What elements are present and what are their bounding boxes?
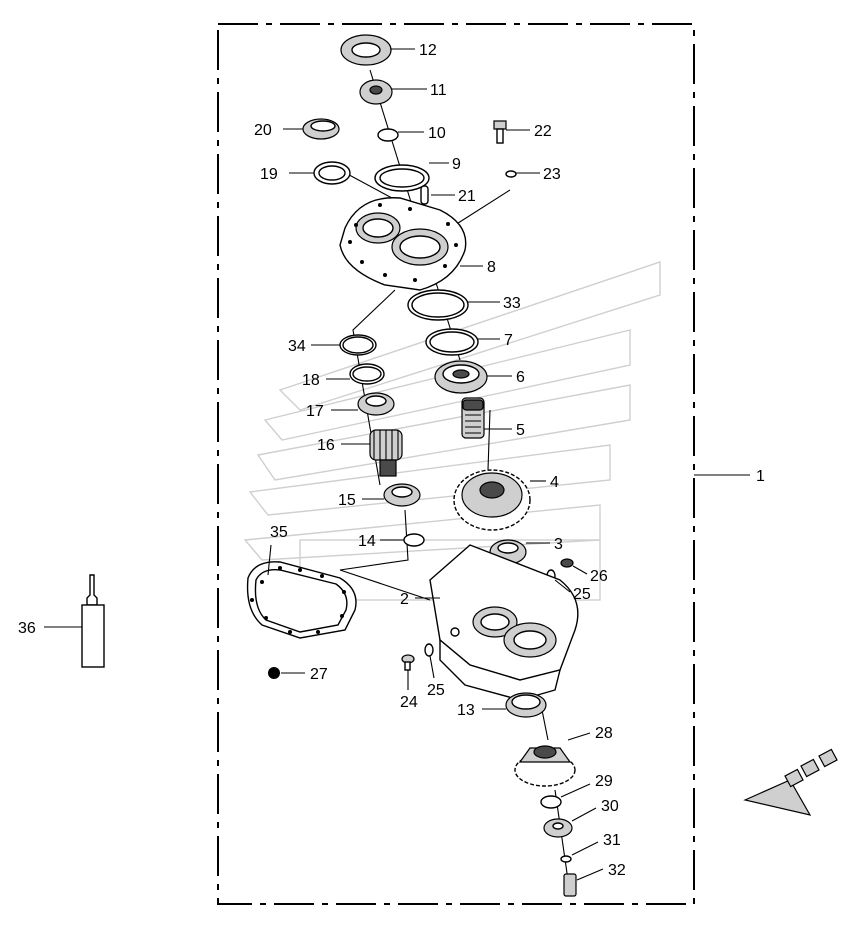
callout-25-right: 25: [573, 586, 591, 603]
callout-8: 8: [487, 259, 496, 276]
callout-34: 34: [288, 338, 306, 355]
part-33-o-ring: [407, 289, 469, 321]
part-20-cap: [302, 118, 340, 140]
callout-leaders: [44, 48, 750, 881]
callout-28: 28: [595, 725, 613, 742]
part-32-bolt: [563, 873, 577, 897]
callout-23: 23: [543, 166, 561, 183]
callout-16: 16: [317, 437, 335, 454]
part-9-snap-ring: [374, 164, 430, 192]
part-34-o-ring: [339, 334, 377, 356]
callout-14: 14: [358, 533, 376, 550]
part-28-bevel-gear: [514, 745, 576, 787]
callout-35: 35: [270, 524, 288, 541]
part-17-bearing: [357, 392, 395, 416]
callout-17: 17: [306, 403, 324, 420]
part-2-gearbox-housing: [429, 544, 579, 701]
part-6-bearing: [434, 360, 488, 394]
callout-22: 22: [534, 123, 552, 140]
callout-6: 6: [516, 369, 525, 386]
callout-5: 5: [516, 422, 525, 439]
callout-25-left: 25: [427, 682, 445, 699]
part-13-seal: [505, 692, 547, 718]
callout-26: 26: [590, 568, 608, 585]
callout-3: 3: [554, 536, 563, 553]
part-25-washer-left: [424, 643, 434, 657]
callout-10: 10: [428, 125, 446, 142]
part-21-dowel-pin: [420, 185, 429, 205]
part-15-bearing: [383, 483, 421, 507]
front-direction-arrow-icon: [743, 748, 838, 816]
part-19-snap-ring: [313, 161, 351, 185]
callout-27: 27: [310, 666, 328, 683]
part-10-o-ring: [377, 128, 399, 142]
part-22-bolt: [493, 120, 507, 144]
callout-2: 2: [400, 591, 409, 608]
part-8-housing-cover: [339, 197, 467, 291]
part-16-pinion-gear: [369, 429, 403, 477]
callout-30: 30: [601, 798, 619, 815]
callout-18: 18: [302, 372, 320, 389]
part-31-o-ring: [560, 855, 572, 863]
callout-9: 9: [452, 156, 461, 173]
part-24-bolt: [401, 654, 415, 671]
callout-13: 13: [457, 702, 475, 719]
part-5-pinion-shaft: [461, 397, 485, 439]
callout-12: 12: [419, 42, 437, 59]
part-23-washer: [505, 170, 517, 178]
part-36-sealant-tube: [81, 574, 105, 668]
callout-11: 11: [430, 82, 447, 99]
callout-7: 7: [504, 332, 513, 349]
callout-15: 15: [338, 492, 356, 509]
part-7-o-ring: [425, 328, 479, 356]
callout-labels: 12 11 10 20 19 9 21 22 23 8 33 7 6 5 4 3…: [18, 42, 765, 879]
part-30-washer: [543, 818, 573, 838]
part-35-gasket: [246, 561, 357, 639]
part-18-o-ring: [349, 363, 385, 385]
part-29-o-ring: [540, 795, 562, 809]
callout-20: 20: [254, 122, 272, 139]
callout-32: 32: [608, 862, 626, 879]
callout-24: 24: [400, 694, 418, 711]
callout-1: 1: [756, 468, 765, 485]
callout-29: 29: [595, 773, 613, 790]
assembly-boundary-frame: [217, 23, 695, 905]
callout-33: 33: [503, 295, 521, 312]
part-12-seal: [340, 34, 392, 66]
callout-36: 36: [18, 620, 36, 637]
callout-21: 21: [458, 188, 476, 205]
part-26-plug: [560, 558, 574, 568]
part-11-bushing: [359, 79, 393, 105]
part-27-dot-marker: [268, 667, 280, 679]
callout-31: 31: [603, 832, 621, 849]
callout-19: 19: [260, 166, 278, 183]
callout-4: 4: [550, 474, 559, 491]
part-4-gear: [453, 469, 531, 531]
part-14-o-ring: [403, 533, 425, 547]
